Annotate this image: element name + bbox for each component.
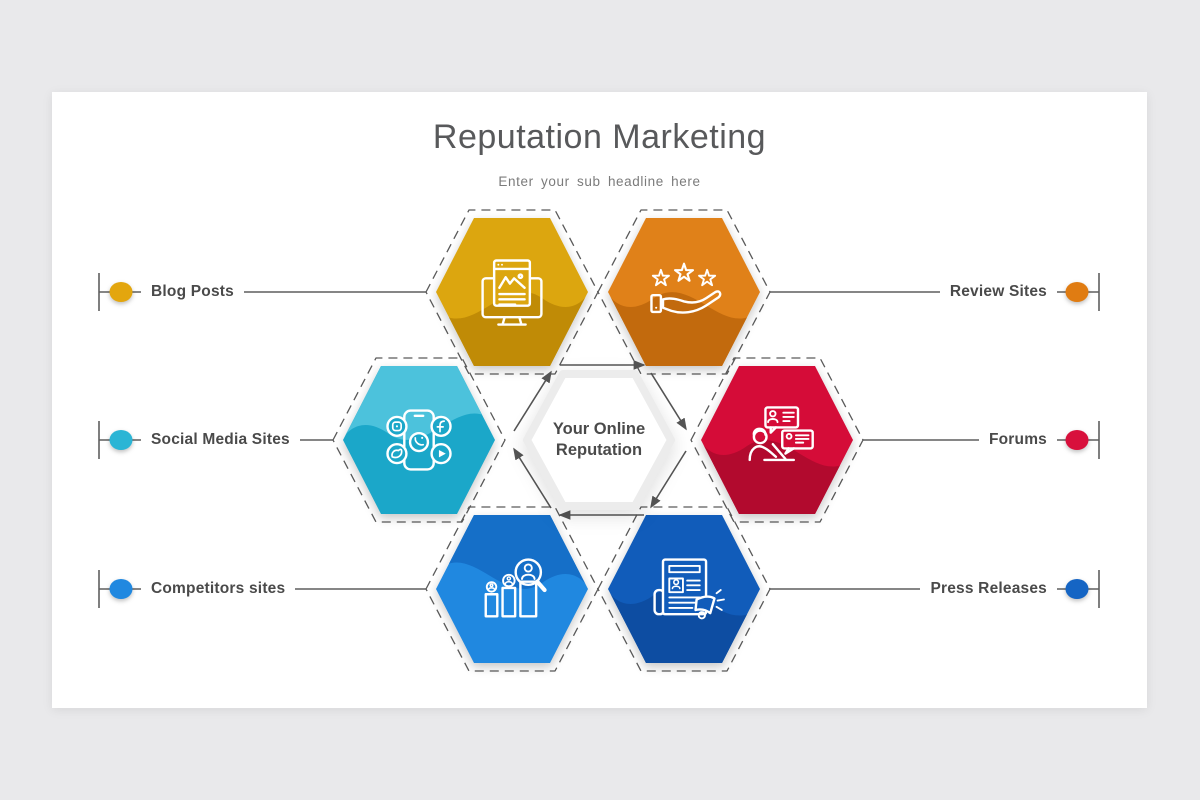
arrow-lower-right — [650, 450, 687, 509]
dot-competitors-sites — [109, 579, 133, 599]
arrow-upper-left — [513, 370, 552, 432]
dot-social-media-sites — [109, 430, 133, 450]
label-competitors-sites: Competitors sites — [141, 576, 296, 602]
dot-forums — [1065, 430, 1089, 450]
hexagon-forums — [690, 357, 864, 523]
dot-review-sites — [1065, 282, 1089, 302]
center-label-line2: Reputation — [556, 441, 642, 459]
competitor-search-icon — [484, 558, 547, 618]
label-social-media-sites: Social Media Sites — [141, 427, 300, 453]
dashed-outline — [690, 357, 864, 523]
legend-dots — [109, 282, 1089, 599]
label-forums: Forums — [978, 427, 1057, 453]
page-title: Reputation Marketing — [432, 118, 767, 156]
label-press-releases: Press Releases — [920, 576, 1057, 602]
hexagon-diagram: Your Online Reputation — [98, 209, 1100, 672]
dashed-outline — [332, 357, 506, 523]
arrow-upper-right — [650, 372, 687, 431]
hexagon-competitors-sites — [425, 506, 599, 672]
hand-stars-icon — [650, 262, 722, 314]
page-subtitle: Enter your sub headline here — [498, 174, 701, 189]
dashed-outline — [597, 506, 771, 672]
center-label-line1: Your Online — [553, 420, 645, 438]
cycle-arrows — [513, 360, 687, 520]
hexagon-press-releases — [597, 506, 771, 672]
label-review-sites: Review Sites — [939, 279, 1057, 305]
dashed-outline — [597, 209, 771, 375]
hexagon-review-sites — [597, 209, 771, 375]
slide-canvas: Reputation Marketing Enter your sub head… — [52, 92, 1147, 708]
dot-blog-posts — [109, 282, 133, 302]
blog-monitor-icon — [481, 259, 543, 326]
hexagon-social-media-sites — [332, 357, 506, 523]
press-release-icon — [653, 558, 725, 620]
label-blog-posts: Blog Posts — [141, 279, 244, 305]
hexagon-blog-posts — [425, 209, 599, 375]
arrow-lower-left — [513, 447, 552, 509]
social-phone-icon — [386, 409, 452, 471]
dot-press-releases — [1065, 579, 1089, 599]
center-hexagon: Your Online Reputation — [523, 370, 675, 510]
forum-chat-icon — [748, 406, 814, 462]
